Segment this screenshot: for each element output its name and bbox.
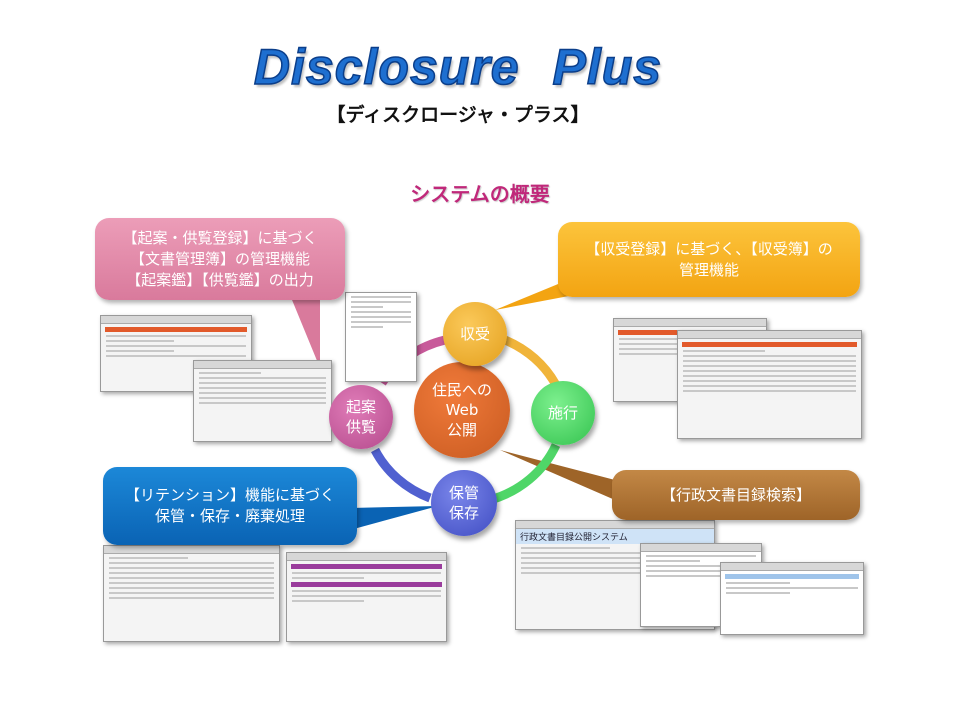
product-subtitle: 【ディスクロージャ・プラス】 <box>326 104 590 126</box>
callout-line: 保管・保存・廃棄処理 <box>154 507 305 525</box>
node-label: 起案 <box>345 398 376 416</box>
cycle-center-web-publication: 住民への Web 公開 <box>414 362 510 458</box>
node-label: 収受 <box>459 325 490 343</box>
search-screenshot-3 <box>720 562 864 635</box>
callout-line: 【リテンション】機能に基づく <box>124 486 335 504</box>
callout-line: 【収受登録】に基づく、【収受簿】の <box>585 239 833 258</box>
node-label: 保存 <box>448 504 479 522</box>
search-system-title: 行政文書目録公開システム <box>516 529 714 544</box>
search-callout: 【行政文書目録検索】 <box>612 470 860 520</box>
cycle-node-receipt: 収受 <box>443 302 507 366</box>
node-label: 保管 <box>448 484 479 502</box>
blue-callout-tail <box>350 506 438 530</box>
retention-screenshot-1 <box>103 545 280 642</box>
receipt-callout: 【収受登録】に基づく、【収受簿】の 管理機能 <box>558 222 860 297</box>
retention-screenshot-2 <box>286 552 447 642</box>
retention-callout: 【リテンション】機能に基づく 保管・保存・廃棄処理 <box>103 467 357 545</box>
node-label: 公開 <box>446 421 477 439</box>
cycle-node-storage: 保管 保存 <box>431 470 497 536</box>
callout-line: 【行政文書目録検索】 <box>660 485 811 504</box>
cycle-node-drafting: 起案 供覧 <box>329 385 393 449</box>
brown-callout-tail <box>500 450 615 500</box>
drafting-screenshot-2 <box>193 360 332 442</box>
cycle-node-enforcement: 施行 <box>531 381 595 445</box>
callout-line: 【起案鑑】【供覧鑑】の出力 <box>126 270 314 289</box>
callout-line: 【起案・供覧登録】に基づく <box>122 228 318 247</box>
callout-line: 【文書管理簿】の管理機能 <box>129 249 310 268</box>
section-title: システムの概要 <box>410 182 550 206</box>
pink-callout-tail <box>290 295 320 368</box>
product-title: Disclosure Plus <box>253 38 663 96</box>
receipt-screenshot-2 <box>677 330 862 439</box>
node-label: 供覧 <box>345 418 376 436</box>
drafting-form-document <box>345 292 417 382</box>
node-label: 施行 <box>547 404 578 422</box>
callout-line: 管理機能 <box>678 260 739 279</box>
drafting-callout: 【起案・供覧登録】に基づく 【文書管理簿】の管理機能 【起案鑑】【供覧鑑】の出力 <box>95 218 345 300</box>
node-label: 住民への <box>431 381 492 399</box>
node-label: Web <box>445 401 479 419</box>
